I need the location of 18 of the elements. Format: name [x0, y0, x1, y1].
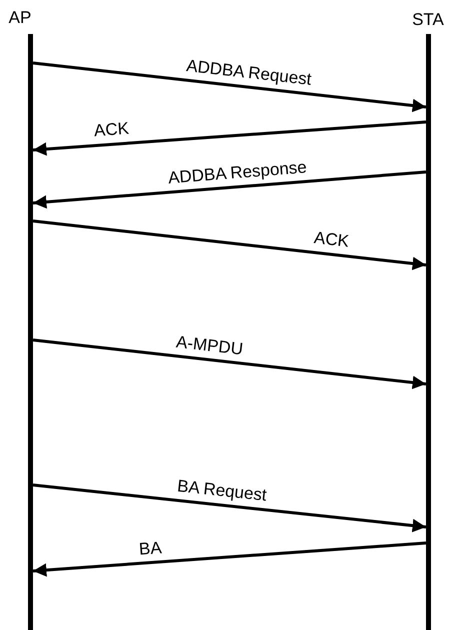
lifeline: [28, 34, 33, 630]
edge-label: ADDBA Request: [185, 56, 313, 90]
message-arrow: [32, 338, 426, 390]
edge-label: ACK: [93, 119, 130, 142]
participant-label: STA: [412, 10, 444, 30]
edge-label: BA Request: [176, 476, 268, 506]
participant-label: AP: [8, 8, 32, 28]
edge-label: ACK: [313, 228, 350, 252]
message-arrow: [32, 62, 426, 112]
message-arrow: [32, 220, 426, 270]
edge-label: BA: [138, 538, 163, 560]
edge-label: A-MPDU: [175, 332, 244, 360]
message-arrow: [32, 542, 426, 577]
message-arrow: [32, 120, 426, 156]
edge-label: ADDBA Response: [167, 157, 308, 188]
message-arrow: [32, 170, 426, 209]
lifeline: [426, 34, 431, 630]
message-arrow: [32, 484, 426, 532]
